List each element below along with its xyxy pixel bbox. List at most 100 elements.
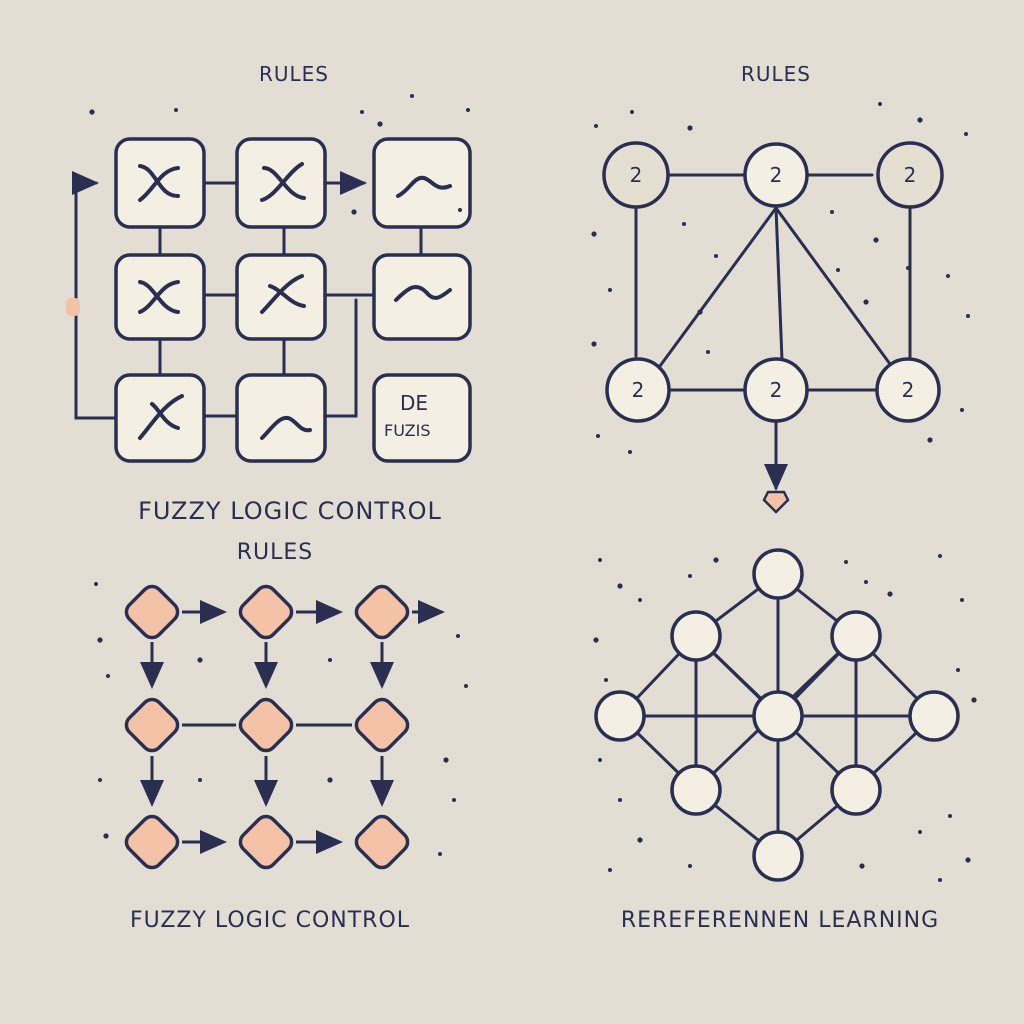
decorative-dot — [887, 591, 893, 597]
learning-node — [830, 764, 882, 816]
decorative-dot — [630, 110, 634, 114]
crossed-curve-icon — [138, 280, 180, 314]
node-label: 2 — [632, 378, 645, 402]
decorative-dot — [591, 341, 597, 347]
feedback-marker — [66, 298, 80, 316]
decorative-dot — [836, 268, 840, 272]
decorative-dots — [89, 94, 977, 882]
learning-node — [908, 690, 960, 742]
decorative-dot — [906, 266, 910, 270]
defuzz-label-line1: DE — [400, 391, 428, 415]
decorative-dot — [844, 560, 848, 564]
decorative-dot — [948, 814, 952, 818]
decorative-dot — [859, 863, 865, 869]
decorative-dot — [443, 757, 449, 763]
decorative-dot — [637, 837, 643, 843]
decorative-dot — [938, 554, 942, 558]
decorative-dot — [946, 274, 950, 278]
decorative-dot — [410, 94, 414, 98]
network-node — [743, 142, 809, 208]
diamond-node — [238, 697, 294, 753]
decorative-dot — [103, 833, 109, 839]
learning-node — [830, 610, 882, 662]
decorative-dot — [878, 102, 882, 106]
decorative-dot — [618, 798, 622, 802]
diamond-node — [238, 814, 294, 870]
decorative-dot — [830, 210, 834, 214]
rules-title-right: RULES — [740, 62, 811, 86]
diamond-node — [124, 697, 180, 753]
rule-grid-panel — [72, 171, 423, 420]
network-node — [743, 357, 809, 423]
decorative-dot — [593, 637, 599, 643]
learning-node — [670, 610, 722, 662]
rules-title-left: RULES — [258, 62, 329, 86]
diamond-node — [354, 697, 410, 753]
decorative-dot — [687, 125, 693, 131]
network-node — [605, 357, 671, 423]
decorative-dot — [89, 109, 95, 115]
decorative-dot — [598, 558, 602, 562]
node-label: 2 — [770, 163, 783, 187]
fuzzy-logic-control-caption: FUZZY LOGIC CONTROL — [129, 908, 411, 933]
decorative-dot — [94, 582, 98, 586]
learning-caption: REREFERENNEN LEARNING — [620, 908, 940, 933]
decorative-dot — [174, 108, 178, 112]
decorative-dot — [456, 634, 460, 638]
card-glyphs — [138, 162, 452, 440]
learning-node — [670, 764, 722, 816]
decorative-dot — [918, 830, 922, 834]
diamond-flow-connectors — [140, 600, 445, 854]
decorative-dot — [452, 798, 456, 802]
tilde-wave-icon — [394, 284, 452, 302]
rule-card — [114, 373, 206, 463]
decorative-dot — [464, 684, 468, 688]
learning-network-nodes — [594, 548, 960, 882]
decorative-dot — [360, 110, 364, 114]
rule-card — [372, 137, 472, 229]
decorative-dot — [97, 637, 103, 643]
learning-node — [752, 830, 804, 882]
decorative-dot — [351, 209, 357, 215]
diamond-node — [354, 584, 410, 640]
decorative-dot — [458, 208, 462, 212]
decorative-dot — [197, 657, 203, 663]
crossed-curve-icon — [138, 164, 180, 202]
learning-node — [594, 690, 646, 742]
decorative-dot — [591, 231, 597, 237]
decorative-dot — [927, 437, 933, 443]
decorative-dot — [956, 668, 960, 672]
decorative-dot — [964, 132, 968, 136]
rules-network-nodes — [602, 141, 944, 423]
output-diamond — [762, 490, 790, 514]
node-label: 2 — [630, 163, 643, 187]
crossed-curve-icon — [260, 274, 306, 314]
fuzzy-logic-control-rules-caption: FUZZY LOGIC CONTROL — [138, 497, 442, 525]
decorative-dot — [604, 678, 608, 682]
network-node — [876, 141, 944, 209]
diamond-node — [124, 814, 180, 870]
diamond-node — [124, 584, 180, 640]
learning-node — [752, 548, 804, 600]
decorative-dot — [682, 222, 686, 226]
decorative-dot — [966, 314, 970, 318]
decorative-dot — [863, 299, 869, 305]
decorative-dot — [960, 598, 964, 602]
defuzzifier-card — [372, 373, 472, 463]
decorative-dot — [688, 864, 692, 868]
crossed-curve-icon — [260, 162, 306, 202]
learning-node — [752, 690, 804, 742]
decorative-dot — [466, 108, 470, 112]
decorative-dot — [106, 674, 110, 678]
decorative-dot — [608, 288, 612, 292]
decorative-dot — [713, 557, 719, 563]
decorative-dot — [377, 121, 383, 127]
decorative-dot — [608, 868, 612, 872]
tilde-wave-icon — [396, 175, 452, 198]
decorative-dot — [328, 658, 332, 662]
decorative-dot — [873, 237, 879, 243]
decorative-dot — [960, 408, 964, 412]
decorative-dot — [98, 778, 102, 782]
decorative-dot — [864, 580, 868, 584]
